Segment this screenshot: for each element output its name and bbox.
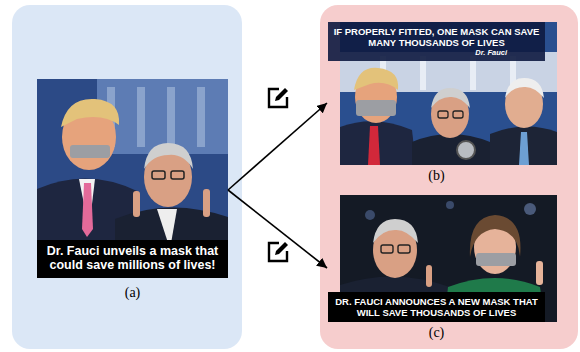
image-box: DR. FAUCI ANNOUNCES A NEW MASK THAT WILL…	[328, 195, 545, 341]
photo-area: Dr. Fauci unveils a mask that could save…	[37, 79, 228, 278]
group-panel: Dr. Fauci unveils a mask that could save…	[12, 5, 242, 349]
meme-caption: Dr. Fauci unveils a mask that could save…	[41, 244, 224, 274]
meme-attribution: Dr. Fauci	[332, 49, 541, 58]
group-panel: IF PROPERLY FITTED, ONE MASK CAN SAVE MA…	[308, 5, 566, 349]
edited-panel	[320, 5, 578, 349]
caption-band: DR. FAUCI ANNOUNCES A NEW MASK THAT WILL…	[328, 292, 545, 322]
photo-area: DR. FAUCI ANNOUNCES A NEW MASK THAT WILL…	[328, 195, 545, 322]
arrow-connector	[228, 103, 327, 190]
arrow-connector	[228, 190, 327, 268]
image-box: Dr. Fauci unveils a mask that could save…	[37, 79, 228, 301]
photo-a	[37, 79, 228, 278]
image-box: IF PROPERLY FITTED, ONE MASK CAN SAVE MA…	[328, 22, 545, 184]
figure-label: (a)	[37, 285, 228, 301]
photo-area: IF PROPERLY FITTED, ONE MASK CAN SAVE MA…	[328, 22, 545, 165]
meme-caption: DR. FAUCI ANNOUNCES A NEW MASK THAT WILL…	[332, 296, 541, 318]
source-panel	[12, 5, 242, 349]
meme-caption: IF PROPERLY FITTED, ONE MASK CAN SAVE MA…	[332, 26, 541, 48]
edit-icon	[269, 242, 288, 261]
caption-band: IF PROPERLY FITTED, ONE MASK CAN SAVE MA…	[328, 22, 545, 61]
edit-icon	[269, 88, 288, 107]
caption-band: Dr. Fauci unveils a mask that could save…	[37, 240, 228, 279]
figure-label: (c)	[328, 325, 545, 341]
figure-label: (b)	[328, 168, 545, 184]
